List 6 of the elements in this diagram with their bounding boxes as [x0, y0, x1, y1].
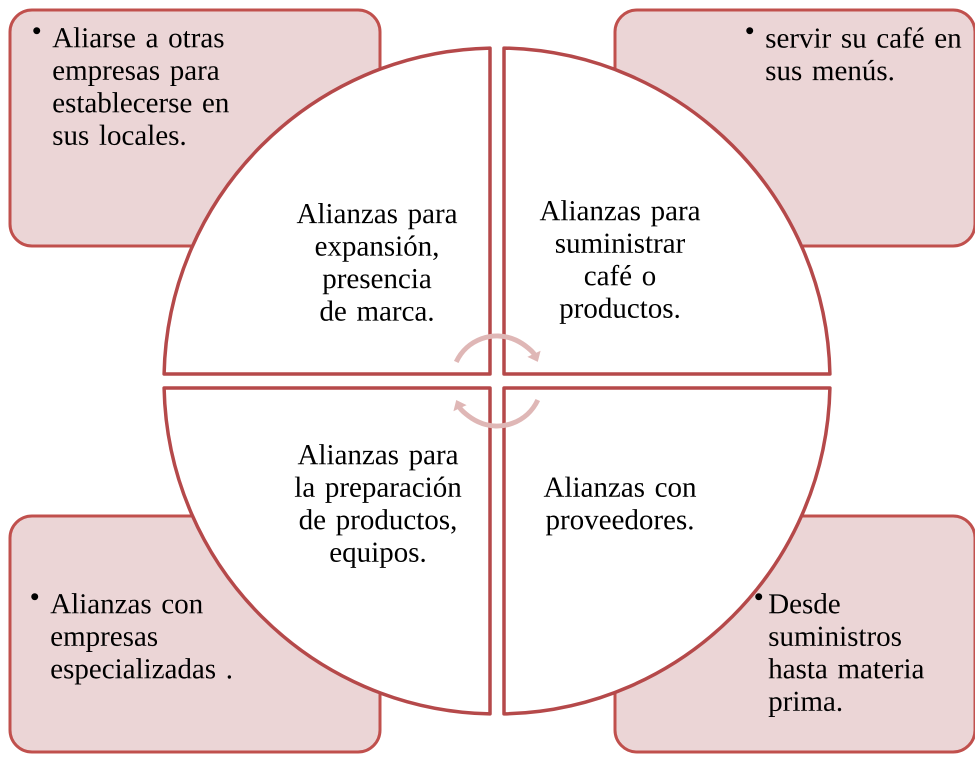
bullet: • — [31, 593, 38, 600]
cycle-arrow — [453, 398, 540, 428]
bullet: • — [746, 27, 754, 34]
bullet: • — [33, 27, 40, 34]
bullet: • — [755, 593, 762, 600]
cycle-arrow — [454, 334, 541, 364]
